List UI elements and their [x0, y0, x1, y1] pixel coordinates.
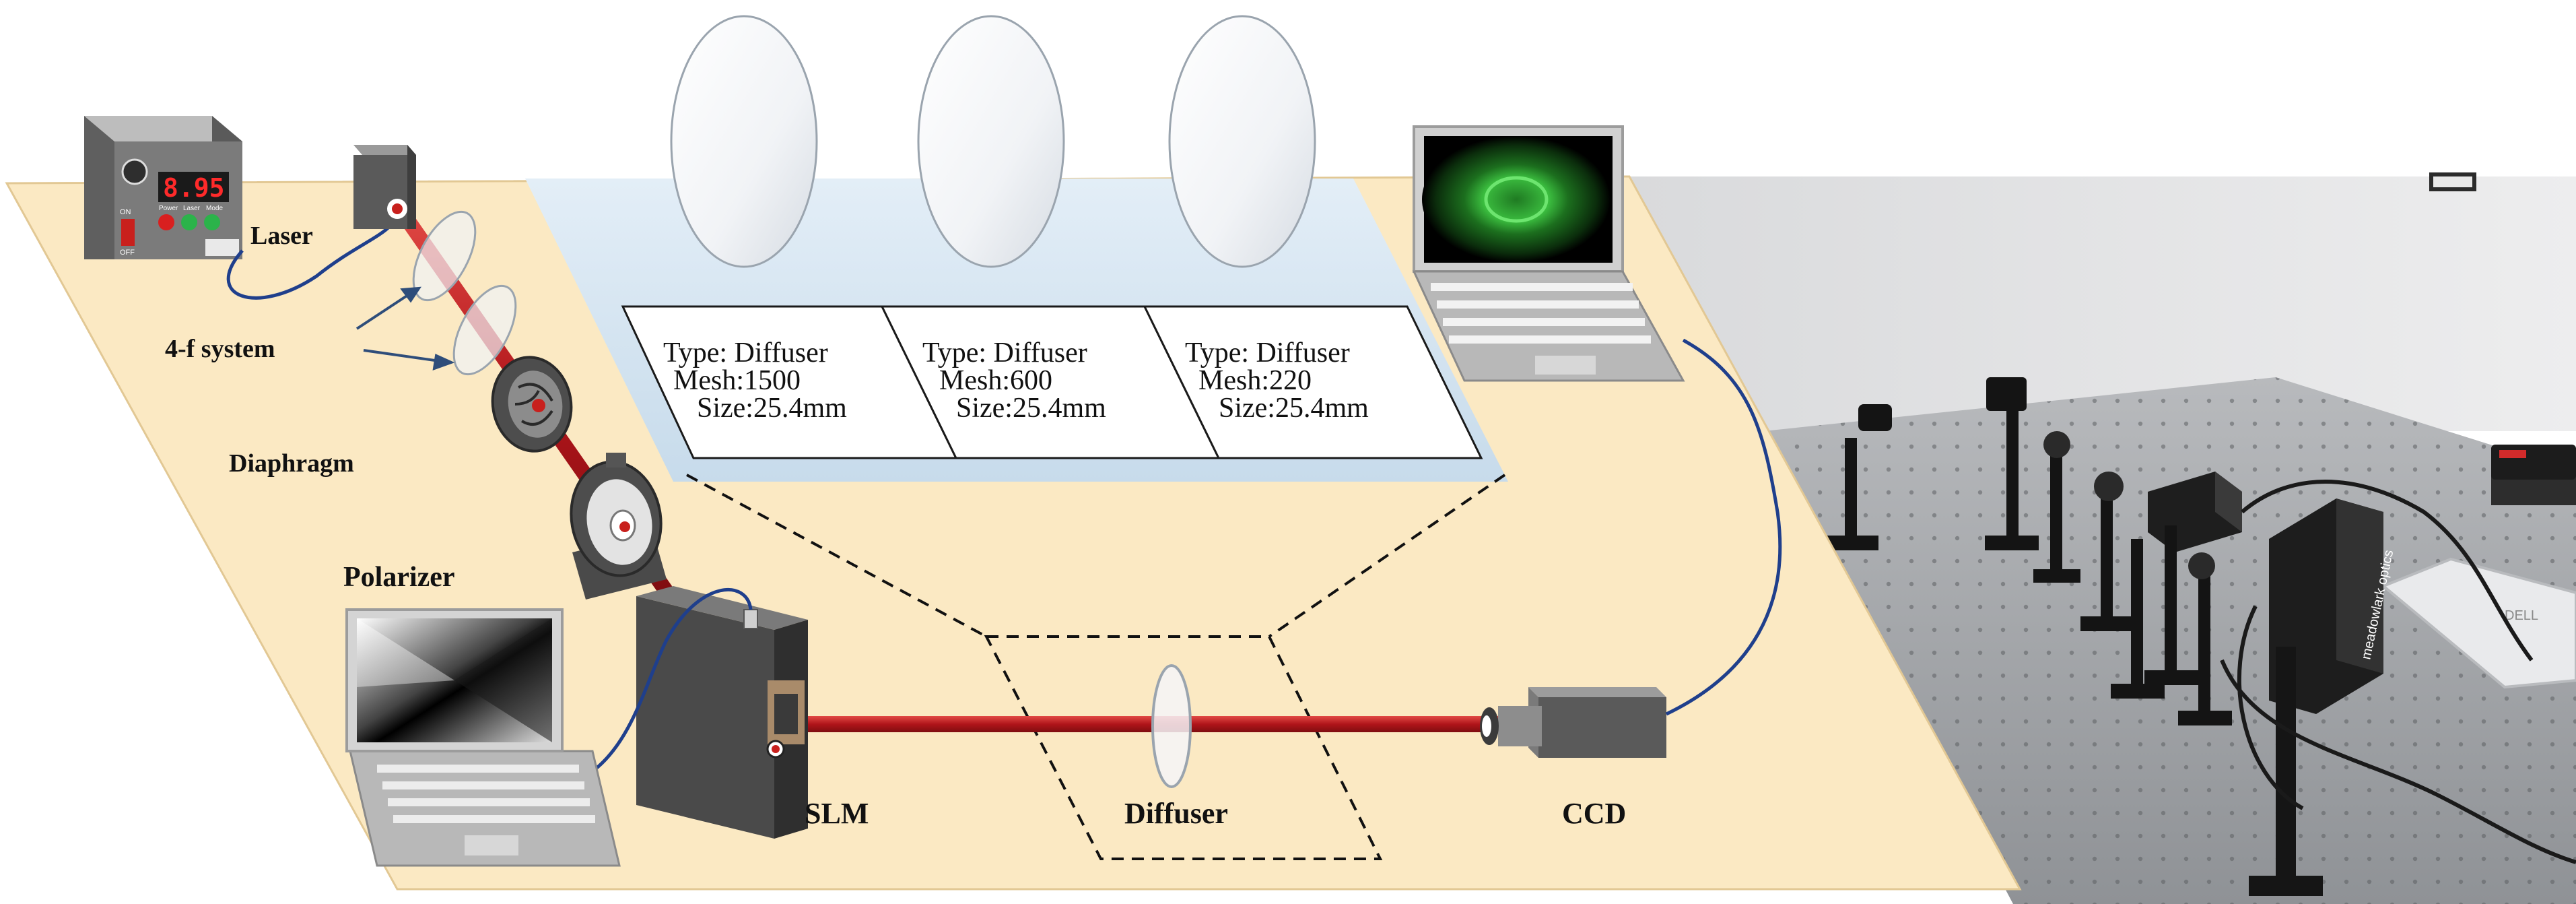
spec-2-mesh: Mesh:600 [939, 365, 1052, 396]
arrow-icon [355, 290, 415, 330]
photo-posts [1818, 377, 2232, 725]
polarizer-mount [570, 453, 667, 600]
diffuser-disc-600 [917, 15, 1065, 268]
spec-3-type: Type: Diffuser [1185, 337, 1350, 368]
spec-text-2: Type: Diffuser Mesh:600 Size:25.4mm [922, 337, 1106, 424]
spec-2-type: Type: Diffuser [922, 337, 1087, 368]
photo-cables [2220, 480, 2576, 864]
slm-cable [591, 587, 753, 773]
label-diaphragm: Diaphragm [229, 449, 354, 478]
diffuser-disc-1500 [670, 15, 818, 268]
slm-control-laptop [345, 608, 621, 867]
spec-1-type: Type: Diffuser [663, 337, 828, 368]
diffuser-element [1151, 664, 1192, 788]
lcd-readout: 8.95 [163, 173, 225, 203]
laser-led-icon [181, 214, 197, 230]
button-label-mode: Mode [206, 205, 223, 212]
mode-led-icon [204, 214, 220, 230]
power-knob-icon[interactable] [121, 158, 148, 185]
laser-head [353, 145, 416, 229]
photo-slm-controller: meadowlark optics [2269, 498, 2396, 714]
ccd-cable [1665, 338, 1782, 716]
button-label-laser: Laser [183, 205, 201, 212]
button-label-power: Power [159, 205, 178, 212]
label-laser: Laser [250, 222, 313, 250]
laser-power-supply: 8.95 ON OFF Power Laser Mode [84, 116, 242, 259]
spec-card-3 [1143, 305, 1483, 459]
spec-1-size: Size:25.4mm [697, 393, 847, 424]
label-diffuser: Diffuser [1124, 797, 1228, 830]
lcd-display [158, 172, 229, 202]
ccd-display-laptop [1412, 125, 1685, 382]
power-led-icon [158, 214, 174, 230]
photo-laptop-brand: DELL [2505, 608, 2538, 623]
spec-1-mesh: Mesh:1500 [673, 365, 801, 396]
zoom-dashed-lines [686, 474, 1506, 860]
diaphragm [491, 356, 573, 453]
lens-2 [452, 284, 517, 376]
four-f-lenses [412, 210, 517, 376]
label-slm: SLM [805, 797, 869, 830]
off-label: OFF [120, 249, 135, 257]
lab-photo: DELL meadowlark optics [1629, 172, 2576, 904]
lab-wall [1629, 176, 2576, 431]
spec-3-size: Size:25.4mm [1219, 393, 1369, 424]
diffuser-spec-panel [525, 15, 1508, 482]
spec-3-mesh: Mesh:220 [1198, 365, 1312, 396]
spec-2-size: Size:25.4mm [956, 393, 1106, 424]
laser-cable [226, 224, 392, 300]
on-label: ON [120, 208, 131, 216]
speckle-pattern [1422, 136, 1611, 263]
spec-text-1: Type: Diffuser Mesh:1500 Size:25.4mm [663, 337, 847, 424]
ccd-camera [1480, 687, 1666, 758]
red-device [2491, 445, 2576, 480]
photo-front-post [2276, 647, 2296, 876]
label-ccd: CCD [1562, 797, 1626, 830]
arrow-icon [363, 349, 445, 363]
diffuser-dashed-box [984, 635, 1383, 860]
slm-device [636, 586, 808, 839]
power-switch[interactable] [121, 219, 135, 246]
lens-1 [412, 210, 477, 302]
spec-text-3: Type: Diffuser Mesh:220 Size:25.4mm [1185, 337, 1369, 424]
label-polarizer: Polarizer [343, 562, 455, 593]
four-f-arrows [355, 286, 455, 371]
label-4f-system: 4-f system [165, 335, 275, 363]
diffuser-disc-220 [1168, 15, 1316, 268]
